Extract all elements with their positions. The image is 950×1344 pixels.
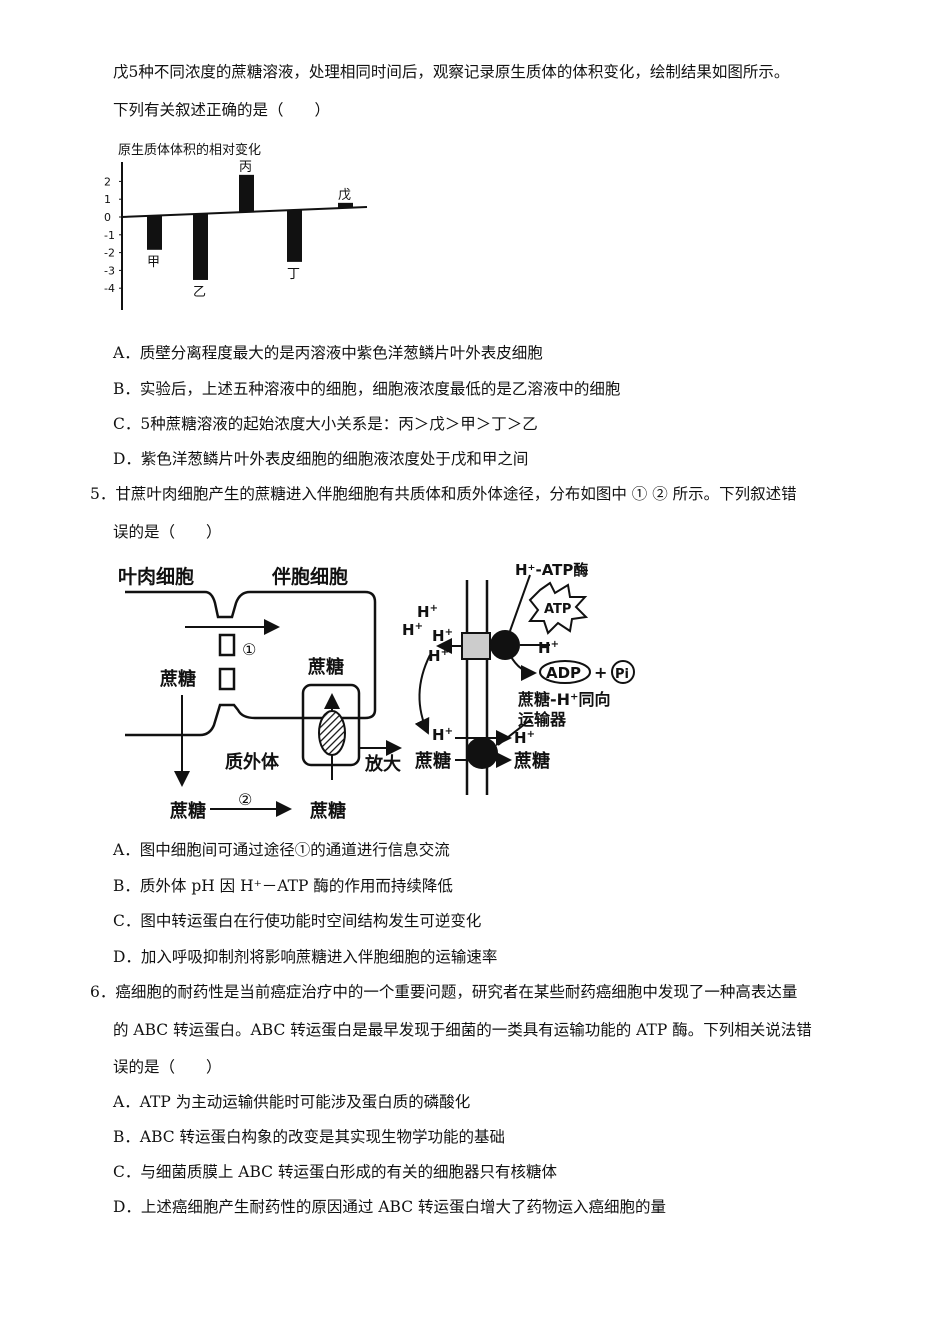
bar-label: 戊: [338, 188, 351, 203]
svg-text:蔗糖: 蔗糖: [309, 800, 346, 822]
bar-label: 甲: [147, 255, 160, 270]
svg-text:H+: H+: [432, 726, 453, 744]
svg-text:运输器: 运输器: [518, 710, 567, 729]
q5-option-a: A．图中细胞间可通过途径①的通道进行信息交流: [113, 841, 450, 859]
chart-title: 原生质体体积的相对变化: [118, 142, 261, 158]
h-atpase: [490, 630, 520, 660]
svg-text:ATP: ATP: [544, 602, 571, 617]
q5-stem-line2: 误的是（ ）: [113, 523, 222, 541]
q4-option-d: D．紫色洋葱鳞片叶外表皮细胞的细胞液浓度处于戊和甲之间: [113, 450, 529, 468]
svg-text:Pi: Pi: [615, 667, 629, 682]
q4-option-b: B．实验后，上述五种溶液中的细胞，细胞液浓度最低的是乙溶液中的细胞: [113, 380, 621, 398]
svg-text:叶肉细胞: 叶肉细胞: [118, 565, 194, 588]
pi-circle: [611, 660, 635, 684]
h-channel: [461, 632, 491, 660]
svg-text:蔗糖: 蔗糖: [169, 800, 206, 822]
plasmodesma-2: [218, 667, 236, 691]
bar-丁: [287, 210, 302, 262]
q4-stem-line1: 戊5种不同浓度的蔗糖溶液，处理相同时间后，观察记录原生质体的体积变化，绘制结果如…: [113, 63, 790, 81]
cell-wall-top: [125, 590, 377, 737]
bar-戊: [338, 202, 353, 209]
q6-stem-line2: 的 ABC 转运蛋白。ABC 转运蛋白是最早发现于细菌的一类具有运输功能的 AT…: [113, 1021, 812, 1039]
bar-丙: [239, 174, 254, 213]
q5-stem-line1: 5．甘蔗叶肉细胞产生的蔗糖进入伴胞细胞有共质体和质外体途径，分布如图中 ① ② …: [90, 485, 797, 503]
svg-text:H⁺-ATP酶: H⁺-ATP酶: [515, 561, 588, 579]
bar-甲: [147, 215, 162, 250]
svg-text:H+: H+: [402, 621, 423, 639]
q6-option-a: A．ATP 为主动运输供能时可能涉及蛋白质的磷酸化: [113, 1093, 471, 1111]
svg-text:①: ①: [242, 640, 256, 659]
svg-text:H+: H+: [538, 639, 559, 657]
y-tick-label: -3: [104, 264, 115, 277]
q5-option-b: B．质外体 pH 因 H⁺－ATP 酶的作用而持续降低: [113, 877, 453, 895]
svg-text:蔗糖: 蔗糖: [513, 750, 550, 772]
adp-oval: [539, 660, 591, 684]
svg-text:质外体: 质外体: [225, 751, 280, 773]
q4-option-a: A．质壁分离程度最大的是丙溶液中紫色洋葱鳞片叶外表皮细胞: [113, 344, 543, 362]
svg-text:ADP: ADP: [546, 664, 581, 682]
svg-text:蔗糖: 蔗糖: [159, 668, 196, 690]
symporter: [466, 737, 498, 769]
q6-stem-line1: 6．癌细胞的耐药性是当前癌症治疗中的一个重要问题，研究者在某些耐药癌细胞中发现了…: [90, 983, 798, 1001]
y-tick-label: 0: [104, 211, 111, 224]
svg-text:放大: 放大: [364, 753, 401, 775]
q6-option-c: C．与细菌质膜上 ABC 转运蛋白形成的有关的细胞器只有核糖体: [113, 1163, 557, 1181]
q6-option-b: B．ABC 转运蛋白构象的改变是其实现生物学功能的基础: [113, 1128, 506, 1146]
svg-text:+: +: [594, 663, 607, 682]
q6-option-d: D．上述癌细胞产生耐药性的原因通过 ABC 转运蛋白增大了药物运入癌细胞的量: [113, 1198, 667, 1216]
svg-text:蔗糖: 蔗糖: [307, 656, 344, 678]
svg-text:伴胞细胞: 伴胞细胞: [271, 565, 348, 588]
y-tick-label: 2: [104, 175, 111, 188]
svg-text:H+: H+: [514, 729, 535, 747]
q6-stem-line3: 误的是（ ）: [113, 1058, 222, 1076]
bar-label: 丙: [239, 160, 252, 175]
svg-text:H+: H+: [428, 647, 449, 665]
svg-text:蔗糖: 蔗糖: [414, 750, 451, 772]
q5-sucrose-transport-diagram: 叶肉细胞 伴胞细胞 ① 蔗糖 蔗糖 质外体 ② 蔗糖 蔗糖 放大 ATP H⁺-…: [118, 561, 635, 822]
q4-option-c: C．5种蔗糖溶液的起始浓度大小关系是：丙＞戊＞甲＞丁＞乙: [113, 415, 538, 433]
bar-乙: [193, 214, 208, 280]
svg-text:H+: H+: [432, 627, 453, 645]
y-tick-label: -1: [104, 229, 115, 242]
bar-label: 乙: [193, 285, 206, 300]
bar-label: 丁: [287, 267, 300, 282]
q4-stem-line2: 下列有关叙述正确的是（ ）: [113, 101, 331, 119]
q5-option-d: D．加入呼吸抑制剂将影响蔗糖进入伴胞细胞的运输速率: [113, 948, 498, 966]
atp-burst-icon: [528, 581, 589, 635]
y-tick-label: 1: [104, 193, 111, 206]
q4-bar-chart: 原生质体体积的相对变化 2 1 0 -1 -2 -3 -4 甲乙 丙丁 戊: [104, 142, 368, 310]
plasmodesma-1: [218, 633, 236, 657]
y-tick-label: -4: [104, 282, 115, 295]
svg-text:蔗糖-H⁺同向: 蔗糖-H⁺同向: [517, 690, 610, 709]
sucrose-transporter: [318, 710, 346, 756]
y-tick-label: -2: [104, 247, 115, 260]
svg-text:②: ②: [238, 790, 252, 809]
svg-text:H+: H+: [417, 603, 438, 621]
q5-option-c: C．图中转运蛋白在行使功能时空间结构发生可逆变化: [113, 912, 482, 930]
